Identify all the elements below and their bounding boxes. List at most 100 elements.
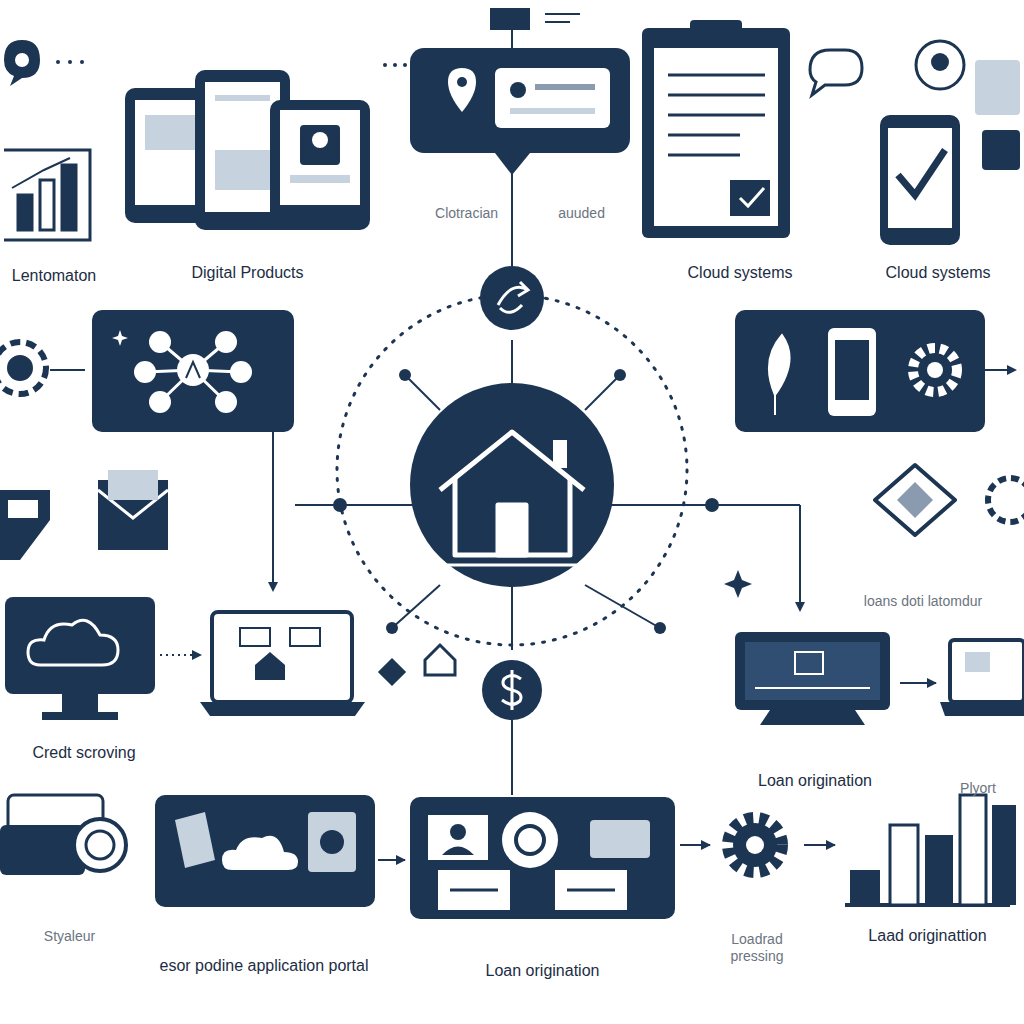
digital-devices (125, 70, 370, 230)
gear-part (733, 823, 777, 867)
tools-panel-part (985, 369, 1015, 371)
digital-devices-part (215, 95, 270, 101)
dots-part (393, 63, 397, 67)
check-phone-part (916, 41, 964, 89)
laptop-part (290, 628, 320, 646)
check-phone-part (975, 60, 1020, 115)
laptop-part (240, 628, 270, 646)
map-node: Clotracianauuded (405, 40, 635, 222)
node-label: Loan origination (484, 961, 602, 980)
gear-left-part (10, 358, 30, 378)
tools-panel-part (927, 362, 943, 378)
house-icon-part (498, 505, 526, 555)
map-card-part (410, 48, 630, 153)
cloud-monitor-part (28, 620, 118, 665)
check-phone-part (982, 130, 1020, 170)
map-card-part (457, 77, 467, 87)
digital-devices-part (280, 110, 360, 205)
digital-devices-part (135, 100, 205, 205)
tools-panel-part (828, 328, 876, 416)
node-label: loans doti latomdur (862, 593, 984, 610)
loan-panel-part (567, 889, 615, 892)
devices-node: Digital Products (120, 80, 375, 282)
arrow-connector (378, 859, 405, 861)
cards-icon-part (0, 825, 85, 875)
small-house (380, 645, 455, 684)
cloud-monitor-part (5, 597, 155, 694)
clipboard-node: Cloud systems (648, 20, 832, 282)
map-card-part (495, 153, 530, 175)
cloud-monitor-part (62, 694, 98, 714)
node-label: Loadrad pressing (710, 931, 804, 965)
map-card-part (448, 68, 476, 112)
loan-panel-part (555, 870, 627, 910)
clipboard-part-part (668, 114, 765, 117)
map-card (410, 8, 630, 175)
laptop-node: Plyort (936, 635, 1020, 797)
digital-devices-part (300, 125, 340, 165)
monitor-part (755, 687, 870, 689)
arrow-connector (804, 844, 835, 846)
loan-panel (410, 797, 675, 919)
clipboard-part (642, 28, 790, 238)
envelope-part (108, 470, 158, 500)
map-card-part (545, 13, 580, 15)
map-card-part (490, 8, 530, 30)
clipboard-part-part (668, 134, 740, 137)
speech-bubble-part (15, 53, 29, 67)
laptop-part (200, 702, 365, 716)
speech-bubble-part (4, 40, 40, 86)
map-card-part (510, 108, 595, 114)
laptop-right (940, 640, 1024, 716)
cards-icon-part (74, 819, 126, 871)
check-phone-part (880, 115, 960, 245)
tools-panel-part (913, 348, 957, 392)
top-hub-symbol (498, 282, 528, 312)
digital-devices-part (205, 82, 280, 212)
network-panel (92, 310, 294, 590)
check-phone-part (810, 50, 862, 95)
hub-dots-part (399, 369, 411, 381)
monitor-part (735, 632, 890, 710)
network-panel-part (92, 310, 294, 432)
hub-dots (333, 369, 719, 634)
gear-left-part (0, 342, 46, 394)
tray-icon-part (0, 490, 50, 560)
node-label: Loan origination (756, 771, 874, 790)
sparkles-part (643, 805, 661, 823)
loan-panel-part (442, 847, 474, 856)
chart-document-part (12, 158, 70, 188)
monitor-part (795, 652, 823, 674)
loan-panel-part (516, 826, 544, 854)
cards-icon (0, 795, 126, 875)
cards-node: Styaleur (4, 790, 135, 945)
hub-spokes-part (712, 504, 800, 506)
monitor-node: Loan origination (730, 625, 900, 790)
hub-dots-part (705, 498, 719, 512)
portal-panel-part (175, 812, 215, 868)
house-icon (440, 432, 585, 565)
dots (383, 63, 407, 67)
check-phone-part (931, 53, 949, 71)
house-icon-part (440, 432, 584, 490)
clipboard-part-part (668, 94, 765, 97)
clipboard-part (654, 48, 778, 226)
small-house-part (380, 660, 404, 684)
map-card-part (545, 21, 570, 23)
chart-document-part (4, 150, 90, 240)
chart-document-part (62, 165, 76, 230)
map-card-part (511, 30, 513, 48)
bar-chart-part (960, 795, 986, 905)
hub-spokes-part (511, 720, 513, 795)
chart-node: Laad originattion (835, 785, 1020, 945)
tools-panel (735, 310, 1015, 432)
dots-part (403, 63, 407, 67)
node-label: Styaleur (42, 928, 97, 945)
cloud-monitor-part (160, 654, 200, 656)
sparkles-part (724, 570, 752, 598)
monitor-part (745, 642, 880, 700)
digital-devices-part (215, 150, 270, 190)
